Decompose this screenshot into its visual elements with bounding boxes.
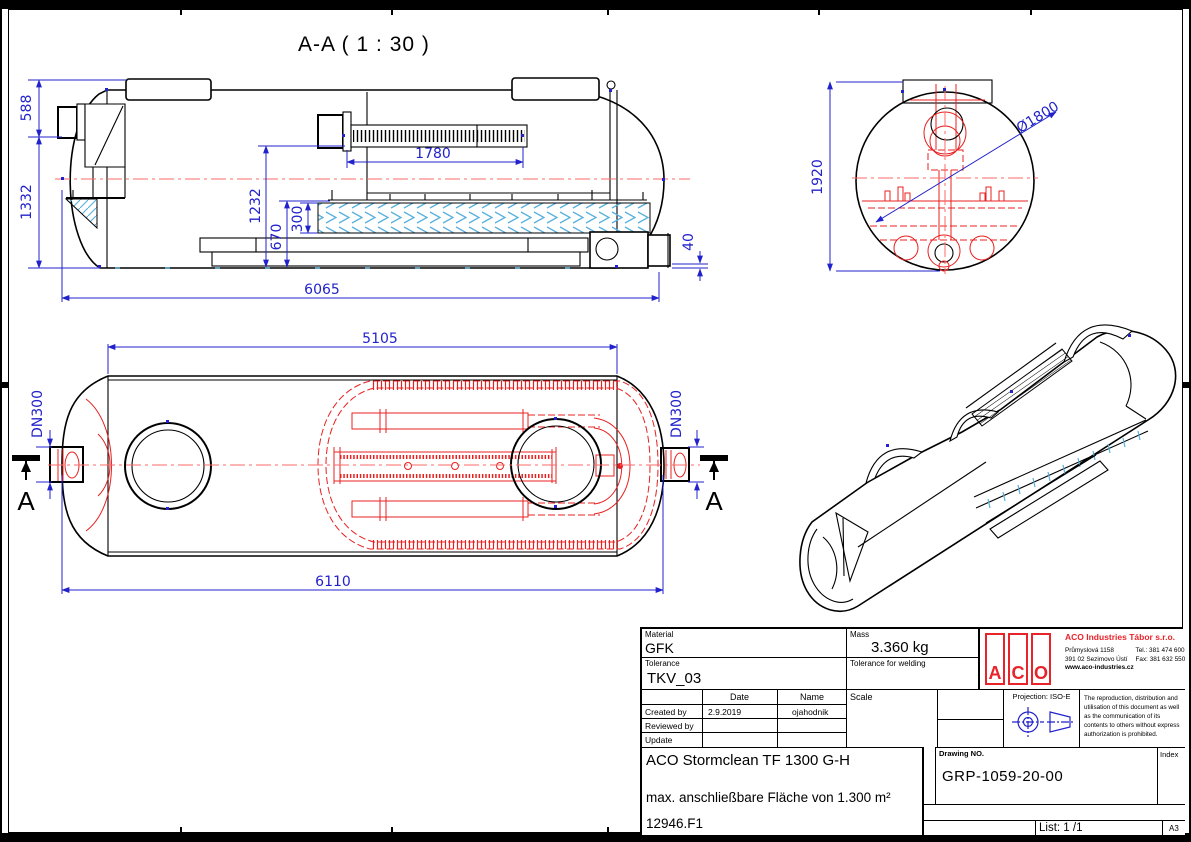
material-cell: Material GFK Tolerance TKV_03 — [642, 629, 847, 690]
drawing-frame — [8, 9, 1183, 833]
index-label: Index — [1160, 750, 1179, 759]
company-fax: Fax: 381 632 550 — [1135, 655, 1186, 663]
dim-dn300-left: DN300 — [30, 390, 46, 438]
tolerance-label: Tolerance — [645, 659, 680, 668]
dim-6065: 6065 — [304, 282, 340, 298]
side-section-view — [55, 77, 690, 269]
plan-view-dimensions: 5105 6110 DN300 DN300 A — [12, 331, 728, 594]
company-web: www.aco-industries.cz — [1065, 664, 1134, 671]
frame-left-line — [0, 0, 2, 842]
frame-right-line — [1189, 0, 1191, 842]
format-label: A3 — [1169, 824, 1179, 833]
projection-cell: Projection: ISO-E — [1004, 690, 1080, 747]
company-name: ACO Industries Tábor s.r.o. — [1065, 632, 1176, 642]
dim-1920: 1920 — [810, 159, 826, 195]
aco-logo: A C O — [985, 633, 1051, 685]
format-cell: A3 — [1162, 820, 1185, 835]
product-title: ACO Stormclean TF 1300 G-H — [646, 752, 850, 769]
mass-cell: Mass 3.360 kg Tolerance for welding — [847, 629, 980, 690]
section-title: A-A ( 1 : 30 ) — [298, 33, 430, 56]
dim-670: 670 — [269, 224, 285, 251]
created-name: ojahodnik — [792, 707, 829, 717]
company-address2: 391 02 Sezimovo Ústí — [1065, 655, 1128, 663]
material-value: GFK — [645, 640, 674, 656]
dim-6110: 6110 — [315, 574, 351, 590]
dim-dn300-right: DN300 — [669, 390, 685, 438]
dim-1232: 1232 — [248, 188, 264, 224]
dim-300: 300 — [290, 206, 306, 233]
created-date: 2.9.2019 — [708, 707, 742, 717]
product-number: 12946.F1 — [646, 816, 704, 831]
name-header: Name — [799, 692, 824, 702]
date-header: Date — [729, 692, 749, 702]
company-address1: Průmyslová 1158 — [1065, 647, 1114, 654]
spare-cell — [938, 690, 1004, 747]
weld-tolerance-label: Tolerance for welding — [850, 659, 926, 668]
logo-letter-a: A — [988, 663, 1002, 683]
dim-1800: Ø1800 — [1014, 99, 1062, 137]
approvals-table: Date Name Created by 2.9.2019 ojahodnik … — [642, 690, 847, 747]
section-letter-left: A — [17, 486, 35, 516]
disclaimer-text: The reproduction, distribution and utili… — [1084, 695, 1180, 738]
frame-bottom-bar — [0, 833, 1191, 842]
reviewed-by-label: Reviewed by — [645, 721, 694, 731]
revision-row — [924, 804, 1185, 820]
isometric-view — [799, 324, 1177, 613]
side-view-dimensions: 588 1332 1232 670 300 1780 40 6065 — [19, 79, 708, 302]
section-marker-right: A — [700, 455, 728, 516]
projection-label: Projection: ISO-E — [1012, 692, 1071, 701]
index-cell: Index — [1157, 747, 1185, 804]
list-cell: List: 1 /1 — [1035, 820, 1162, 835]
scale-label: Scale — [850, 692, 873, 702]
mass-label: Mass — [850, 630, 870, 639]
dim-1332: 1332 — [19, 184, 35, 220]
frame-top-bar — [0, 0, 1191, 9]
company-cell: A C O ACO Industries Tábor s.r.o. Průmys… — [980, 629, 1185, 690]
company-tel: Tel.: 381 474 600 — [1135, 647, 1185, 654]
mass-value: 3.360 kg — [871, 639, 929, 656]
scale-cell: Scale — [847, 690, 938, 747]
drawing-no-label: Drawing NO. — [939, 749, 985, 758]
drawing-no-value: GRP-1059-20-00 — [942, 768, 1064, 785]
logo-letter-o: O — [1033, 663, 1048, 683]
tolerance-value: TKV_03 — [647, 670, 702, 687]
title-block: Material GFK Tolerance TKV_03 Mass 3.360… — [640, 627, 1185, 835]
projection-symbol-icon — [1011, 707, 1074, 737]
end-view — [852, 79, 1038, 274]
product-cell: ACO Stormclean TF 1300 G-H max. anschlie… — [642, 747, 924, 835]
dim-40: 40 — [681, 233, 697, 251]
bottom-row-left — [924, 820, 1035, 835]
vent-icon — [606, 80, 616, 90]
list-label: List: 1 /1 — [1039, 822, 1083, 834]
section-letter-right: A — [705, 486, 723, 516]
created-by-label: Created by — [645, 707, 687, 717]
dim-588: 588 — [19, 95, 35, 122]
material-label: Material — [645, 630, 674, 639]
section-marker-left: A — [12, 455, 40, 516]
update-label: Update — [645, 735, 673, 745]
dim-5105: 5105 — [362, 331, 398, 347]
grip-dots — [61, 88, 1131, 510]
disclaimer-cell: The reproduction, distribution and utili… — [1080, 690, 1185, 747]
drawing-no-cell: Drawing NO. GRP-1059-20-00 — [935, 747, 1157, 804]
dim-1780: 1780 — [415, 146, 451, 162]
logo-letter-c: C — [1011, 663, 1025, 683]
product-subtitle: max. anschließbare Fläche von 1.300 m² — [646, 790, 891, 805]
plan-view — [48, 375, 700, 557]
